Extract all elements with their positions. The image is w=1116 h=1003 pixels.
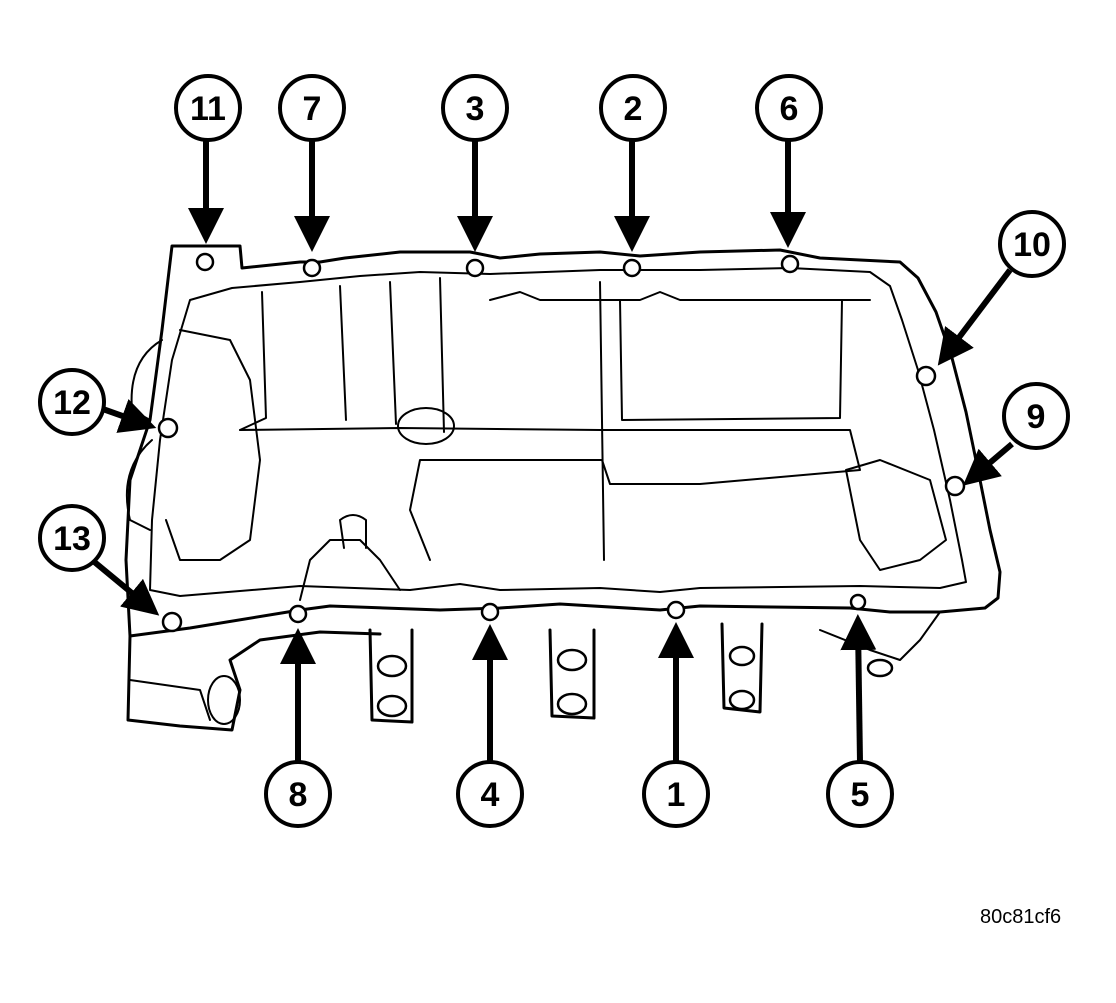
callout-9: 9	[1002, 382, 1070, 450]
callout-2: 2	[599, 74, 667, 142]
figure-id: 80c81cf6	[980, 906, 1062, 928]
oil-pan-illustration	[124, 244, 1002, 732]
bolt-hole-7	[302, 258, 322, 278]
callout-3: 3	[441, 74, 509, 142]
callout-arrows	[90, 140, 1014, 763]
callout-label: 10	[1013, 226, 1051, 264]
callout-label: 3	[466, 90, 485, 128]
callout-label: 4	[481, 776, 500, 814]
bolt-hole-6	[780, 254, 800, 274]
bolt-hole-10	[915, 365, 937, 387]
callout-label: 7	[303, 90, 322, 128]
bolt-hole-8	[288, 604, 308, 624]
bolt-hole-11	[195, 252, 215, 272]
callout-label: 13	[53, 520, 91, 558]
pan-flange-outline	[124, 244, 1002, 638]
pan-inner-rim	[149, 267, 967, 597]
callout-1: 1	[642, 760, 710, 828]
pan-outlet-2	[548, 628, 596, 720]
pan-outlet-1	[368, 628, 414, 724]
bolt-hole-5	[849, 593, 867, 611]
bolt-hole-3	[465, 258, 485, 278]
callout-7: 7	[278, 74, 346, 142]
callout-10: 10	[998, 210, 1066, 278]
callouts: 11 7 3 2 6 10 12 9	[38, 74, 1070, 828]
callout-label: 6	[780, 90, 799, 128]
callout-13: 13	[38, 504, 106, 572]
bolt-hole-4	[480, 602, 500, 622]
callout-label: 2	[624, 90, 643, 128]
callout-12: 12	[38, 368, 106, 436]
callout-label: 1	[667, 776, 686, 814]
callout-5: 5	[826, 760, 894, 828]
pan-outlet-3	[720, 622, 764, 714]
bolt-hole-12	[157, 417, 179, 439]
callout-4: 4	[456, 760, 524, 828]
callout-label: 12	[53, 384, 91, 422]
bolt-hole-9	[944, 475, 966, 497]
callout-label: 9	[1027, 398, 1046, 436]
callout-6: 6	[755, 74, 823, 142]
callout-label: 5	[851, 776, 870, 814]
callout-label: 11	[190, 90, 226, 128]
bolt-hole-13	[161, 611, 183, 633]
bolt-hole-1	[666, 600, 686, 620]
pan-floor	[239, 427, 861, 561]
bolt-hole-2	[622, 258, 642, 278]
pan-lower-skirt	[126, 630, 382, 732]
callout-8: 8	[264, 760, 332, 828]
callout-11: 11	[174, 74, 242, 142]
callout-label: 8	[289, 776, 308, 814]
